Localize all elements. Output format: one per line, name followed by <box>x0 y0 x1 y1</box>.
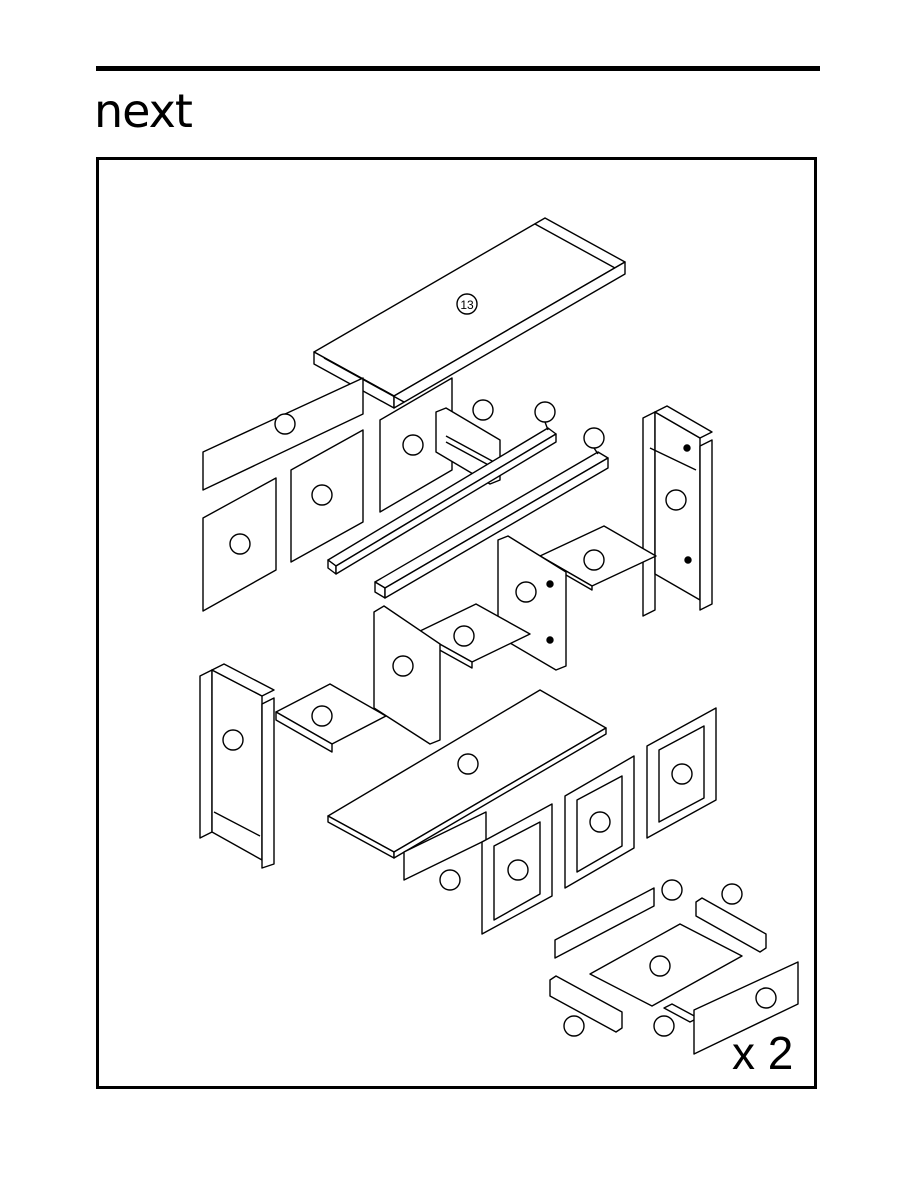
shelf-left <box>276 684 386 752</box>
drawer-bottom <box>590 924 742 1006</box>
quantity-label: x 2 <box>732 1030 793 1076</box>
back-panel-left <box>203 478 276 611</box>
svg-text:13: 13 <box>460 298 474 312</box>
door-1 <box>482 804 552 934</box>
left-end-panel <box>200 664 274 868</box>
drawer-runner <box>654 1004 698 1036</box>
back-panel-middle <box>291 430 363 562</box>
part-label-13: 13 <box>457 294 477 314</box>
right-end-panel <box>643 406 712 616</box>
door-2 <box>565 756 634 888</box>
door-3 <box>647 708 716 838</box>
